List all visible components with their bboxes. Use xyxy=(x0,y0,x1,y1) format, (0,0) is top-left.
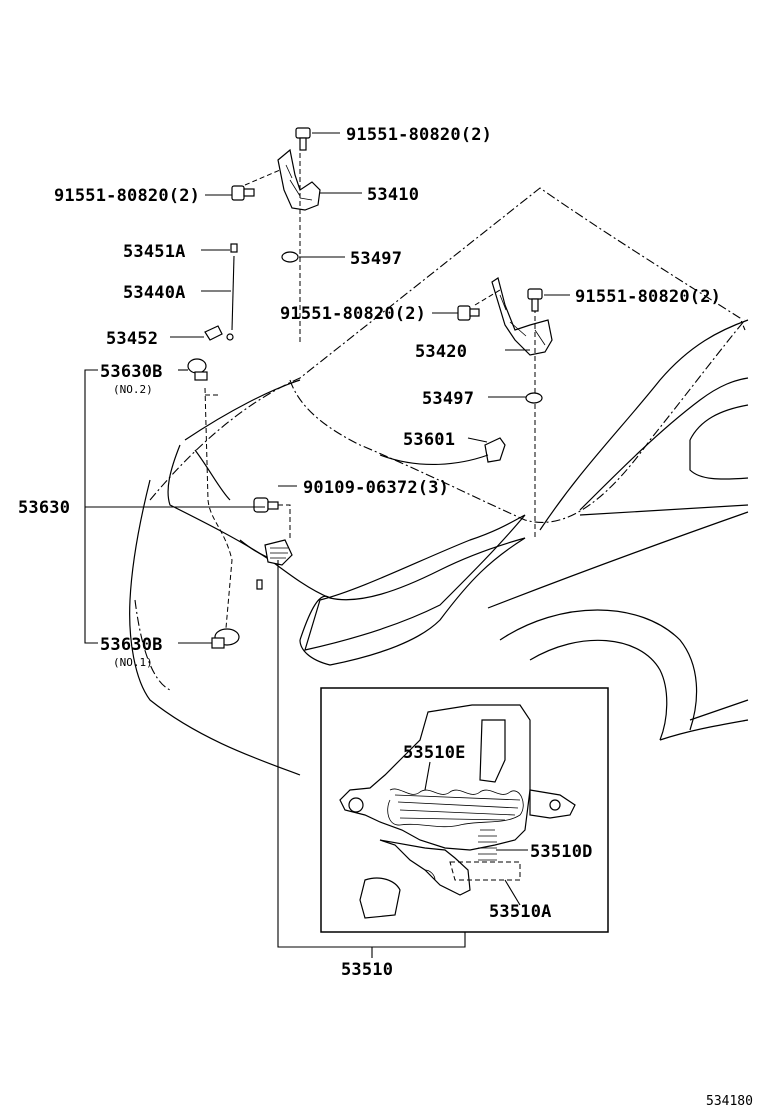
label-washer-lh: 53497 xyxy=(350,249,402,269)
label-lock-pin: 53510D xyxy=(530,842,593,862)
support-rod xyxy=(204,243,238,341)
bolt-mid-right-icon xyxy=(527,288,543,312)
clip-no1-icon xyxy=(211,628,240,649)
label-bolt-top: 91551-80820(2) xyxy=(346,125,492,145)
washer-lh-icon xyxy=(281,251,299,263)
hood-hinge-lh xyxy=(244,145,321,345)
label-lock-spring: 53510E xyxy=(403,743,466,763)
lock-bolt-icon xyxy=(253,497,279,513)
label-clip-no1: 53630B xyxy=(100,635,163,655)
bolt-mid-left-icon xyxy=(457,305,480,321)
reference-number: 534180 xyxy=(706,1094,753,1109)
label-rod-clamp: 53452 xyxy=(106,329,158,349)
label-clip-no2-note: (NO.2) xyxy=(113,383,153,396)
leader-lines xyxy=(84,132,570,958)
label-clip-no2: 53630B xyxy=(100,362,163,382)
hood-lever-icon xyxy=(379,437,506,466)
label-hinge-lh: 53410 xyxy=(367,185,419,205)
bolt-left-icon xyxy=(231,185,255,201)
hood-lock-small-icon xyxy=(256,539,293,590)
label-lock-assembly: 53510 xyxy=(341,960,393,980)
label-washer-rh: 53497 xyxy=(422,389,474,409)
label-clip-no1-note: (NO.1) xyxy=(113,656,153,669)
label-lock-plate: 53510A xyxy=(489,902,552,922)
vehicle-body-outline xyxy=(129,187,749,776)
hood-hinge-rh xyxy=(474,277,553,540)
clip-no2-icon xyxy=(187,358,208,381)
label-cable-assembly: 53630 xyxy=(18,498,70,518)
label-lock-bolt: 90109-06372(3) xyxy=(303,478,449,498)
label-bolt-mid-left: 91551-80820(2) xyxy=(280,304,426,324)
label-hood-lever: 53601 xyxy=(403,430,455,450)
label-hinge-rh: 53420 xyxy=(415,342,467,362)
part-labels: 91551-80820(2) 91551-80820(2) 53410 5345… xyxy=(18,125,753,1109)
label-bolt-left: 91551-80820(2) xyxy=(54,186,200,206)
label-support-rod-holder: 53451A xyxy=(123,242,186,262)
washer-rh-icon xyxy=(525,392,543,404)
bolt-top-icon xyxy=(295,127,311,151)
label-support-rod: 53440A xyxy=(123,283,186,303)
label-bolt-mid-right: 91551-80820(2) xyxy=(575,287,721,307)
lock-detail-box xyxy=(320,687,609,933)
